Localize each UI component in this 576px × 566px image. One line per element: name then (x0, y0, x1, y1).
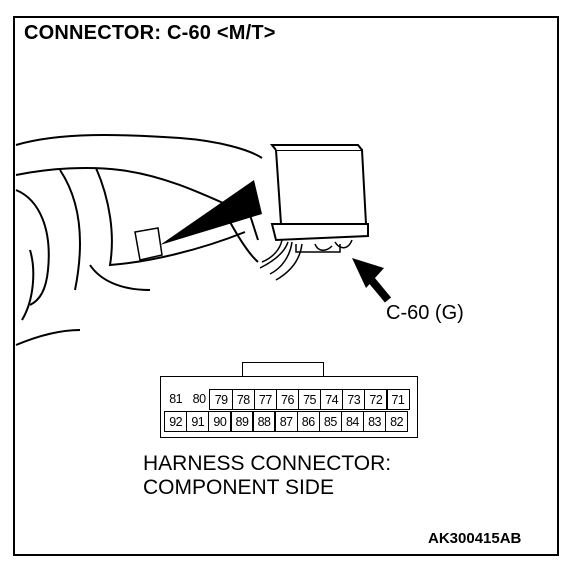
figure-code: AK300415AB (428, 530, 522, 547)
harness-wire-5 (334, 239, 353, 249)
ecu-connector-plate (270, 223, 369, 242)
dash-bottom (15, 329, 81, 346)
connector-body (160, 376, 418, 438)
pin: 79 (209, 389, 233, 410)
pin: 72 (364, 389, 388, 410)
dashboard-top-edge (15, 134, 263, 159)
pin: 82 (384, 411, 409, 432)
inner-curve (59, 169, 81, 291)
pin: 92 (164, 411, 188, 432)
pin: 84 (340, 411, 365, 432)
harness-clip (295, 244, 341, 253)
pin: 89 (230, 411, 254, 432)
pin: 71 (386, 389, 410, 410)
pin: 74 (319, 389, 344, 410)
harness-wire-6 (259, 241, 289, 269)
ecu-module-body (274, 149, 368, 225)
caption-line-1: HARNESS CONNECTOR: (143, 452, 392, 475)
caption-line-2: COMPONENT SIDE (143, 476, 334, 499)
glovebox-outline (95, 167, 246, 267)
pin: 75 (297, 389, 322, 410)
harness-wire-4 (314, 243, 333, 251)
connector-title: CONNECTOR: C-60 <M/T> (24, 22, 276, 44)
pin: 83 (362, 411, 387, 432)
pin: 91 (186, 411, 210, 432)
callout-arrow (352, 258, 392, 303)
connector-latch (242, 362, 324, 376)
harness-wire-3 (275, 243, 303, 281)
pin: 87 (274, 411, 298, 432)
pin: 77 (253, 389, 278, 410)
pin: 76 (275, 389, 300, 410)
pin: 88 (252, 411, 276, 432)
harness-connector: 81 80 79 78 77 76 75 74 73 72 71 92 91 9… (160, 362, 418, 438)
ecu-location-marker (134, 227, 163, 261)
connector-row-lower: 92 91 90 89 88 87 86 85 84 83 82 (160, 411, 409, 432)
pin: 80 (192, 392, 206, 406)
pin: 90 (208, 411, 232, 432)
lower-panel (89, 264, 151, 291)
ecu-module-side (269, 144, 363, 151)
pin: 86 (296, 411, 320, 432)
connector-row-upper: 81 80 79 78 77 76 75 74 73 72 71 (160, 389, 410, 410)
dash-panel-curve (21, 249, 35, 321)
pin: 78 (231, 389, 255, 410)
pin: 73 (342, 389, 366, 410)
pin: 85 (318, 411, 343, 432)
connector-callout-label: C-60 (G) (386, 302, 464, 324)
harness-wire-2 (269, 241, 293, 275)
steering-column (15, 189, 50, 306)
diagram-frame (13, 16, 559, 556)
harness-wire-1 (261, 239, 283, 263)
zoom-cone (160, 180, 262, 245)
side-panel (229, 221, 259, 263)
pin: 81 (169, 392, 183, 406)
